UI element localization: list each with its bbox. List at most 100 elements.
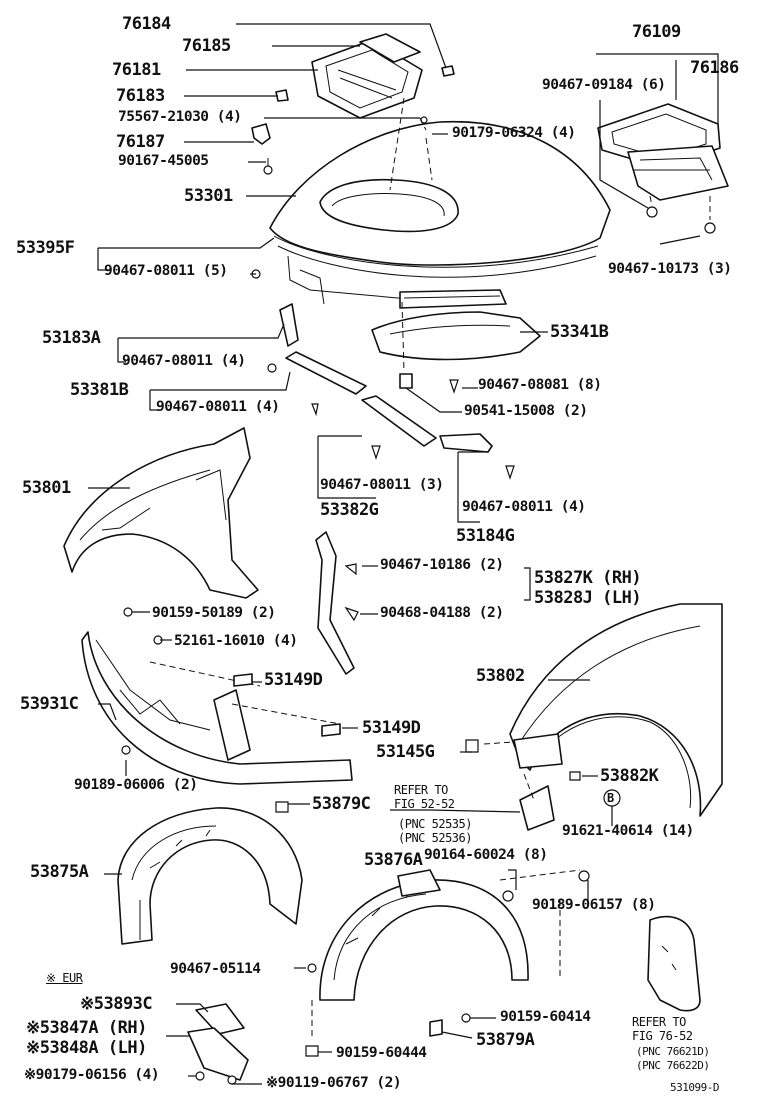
label-52161-16010: 52161-16010 (4) — [174, 633, 298, 649]
label-53381B: 53381B — [70, 380, 129, 400]
scoop-76109 — [597, 103, 729, 201]
apron-53801 — [63, 427, 259, 599]
label-53802: 53802 — [476, 666, 525, 686]
label-90467-10186: 90467-10186 (2) — [380, 557, 504, 573]
clip-90467-08011-a — [267, 363, 277, 373]
label-53145G: 53145G — [376, 742, 435, 762]
clip-90467-08081 — [449, 379, 459, 394]
bolt-90167 — [263, 165, 273, 175]
label-53149D-a: 53149D — [264, 670, 323, 690]
figure-id: 531099-D — [670, 1081, 719, 1094]
screw-90189-06157 — [578, 870, 590, 882]
seal-53341B — [371, 289, 541, 361]
label-90467-05114: 90467-05114 — [170, 961, 261, 977]
clip-90467-10173 — [704, 222, 716, 234]
label-53879C: 53879C — [312, 794, 371, 814]
clip-53149D-b — [321, 723, 341, 737]
clip-90467-09184 — [646, 206, 658, 218]
label-53184G: 53184G — [456, 526, 515, 546]
label-90119-06767: ※90119-06767 (2) — [266, 1075, 402, 1091]
leader-lines — [88, 23, 719, 1085]
seal-53184G — [439, 433, 493, 453]
label-53382G: 53382G — [320, 500, 379, 520]
label-90467-08011-3: 90467-08011 (3) — [320, 477, 444, 493]
bracket-76187 — [251, 123, 271, 145]
clip-53149D-a — [233, 673, 253, 687]
mudflap — [647, 915, 701, 1012]
clip-53882K — [569, 771, 581, 781]
label-53876A: 53876A — [364, 850, 423, 870]
label-refer-2-d: (PNC 76622D) — [636, 1059, 710, 1072]
circle-b-label: B — [607, 791, 614, 805]
label-53395F: 53395F — [16, 238, 75, 258]
label-76181: 76181 — [112, 60, 161, 80]
label-90541-15008: 90541-15008 (2) — [464, 403, 588, 419]
label-refer-1-c: (PNC 52535) — [398, 817, 472, 831]
label-90467-09184: 90467-09184 (6) — [542, 77, 666, 93]
label-refer-1-d: (PNC 52536) — [398, 831, 472, 845]
label-90159-60414: 90159-60414 — [500, 1009, 591, 1025]
label-53828J: 53828J (LH) — [534, 588, 642, 608]
label-refer-1-a: REFER TO — [394, 783, 448, 797]
label-eur-note: ※ EUR — [46, 971, 83, 985]
bracket-refer-52-52 — [519, 785, 555, 831]
bumper-90541 — [399, 373, 413, 389]
bracket-53183A — [279, 303, 299, 347]
label-75567-21030: 75567-21030 (4) — [118, 109, 242, 125]
label-53801: 53801 — [22, 478, 71, 498]
fender-53802 — [509, 603, 723, 817]
label-53893C: ※53893C — [80, 994, 153, 1014]
label-90164-60024: 90164-60024 (8) — [424, 847, 548, 863]
clip-90467-05114 — [307, 963, 317, 973]
label-53848A: ※53848A (LH) — [26, 1038, 147, 1058]
clip-53879A — [429, 1019, 443, 1037]
label-53879A: 53879A — [476, 1030, 535, 1050]
label-53827K: 53827K (RH) — [534, 568, 642, 588]
label-76186: 76186 — [690, 58, 739, 78]
mudguard-53847A — [187, 1027, 249, 1081]
label-90179-06324: 90179-06324 (4) — [452, 125, 576, 141]
label-53149D-b: 53149D — [362, 718, 421, 738]
label-90467-08011-4a: 90467-08011 (4) — [122, 353, 246, 369]
liner-53875A — [117, 807, 303, 945]
label-53301: 53301 — [184, 186, 233, 206]
screw-90164 — [502, 890, 514, 902]
clip-53145G — [465, 739, 479, 753]
label-90159-50189: 90159-50189 (2) — [152, 605, 276, 621]
hood-53301 — [269, 120, 611, 305]
reinforcement-53931C — [81, 631, 353, 785]
label-90467-10173: 90467-10173 (3) — [608, 261, 732, 277]
label-76185: 76185 — [182, 36, 231, 56]
label-53847A: ※53847A (RH) — [26, 1018, 147, 1038]
seal-53381B — [285, 351, 367, 395]
seal-53827K — [315, 531, 355, 675]
label-76109: 76109 — [632, 22, 681, 42]
label-76183: 76183 — [116, 86, 165, 106]
label-76184: 76184 — [122, 14, 171, 34]
screw-90159-60414 — [461, 1013, 471, 1023]
label-90467-08011-4b: 90467-08011 (4) — [156, 399, 280, 415]
label-76187: 76187 — [116, 132, 165, 152]
label-90179-06156: ※90179-06156 (4) — [24, 1067, 160, 1083]
clip-76183 — [275, 89, 289, 102]
label-refer-2-a: REFER TO — [632, 1015, 686, 1029]
clip-76184 — [441, 65, 455, 77]
liner-53876A — [319, 869, 529, 1001]
label-refer-2-c: (PNC 76621D) — [636, 1045, 710, 1058]
label-refer-2-b: FIG 76-52 — [632, 1029, 693, 1043]
label-91621-40614: 91621-40614 (14) — [562, 823, 694, 839]
label-90468-04188: 90468-04188 (2) — [380, 605, 504, 621]
hood-scoop-76181 — [311, 33, 423, 119]
label-53341B: 53341B — [550, 322, 609, 342]
label-90467-08011-5: 90467-08011 (5) — [104, 263, 228, 279]
label-53931C: 53931C — [20, 694, 79, 714]
label-90167-45005: 90167-45005 — [118, 153, 209, 169]
label-90467-08011-4c: 90467-08011 (4) — [462, 499, 586, 515]
seal-53382G — [361, 395, 437, 447]
label-90159-60444: 90159-60444 — [336, 1045, 427, 1061]
label-53875A: 53875A — [30, 862, 89, 882]
label-90189-06157: 90189-06157 (8) — [532, 897, 656, 913]
label-90467-08081: 90467-08081 (8) — [478, 377, 602, 393]
